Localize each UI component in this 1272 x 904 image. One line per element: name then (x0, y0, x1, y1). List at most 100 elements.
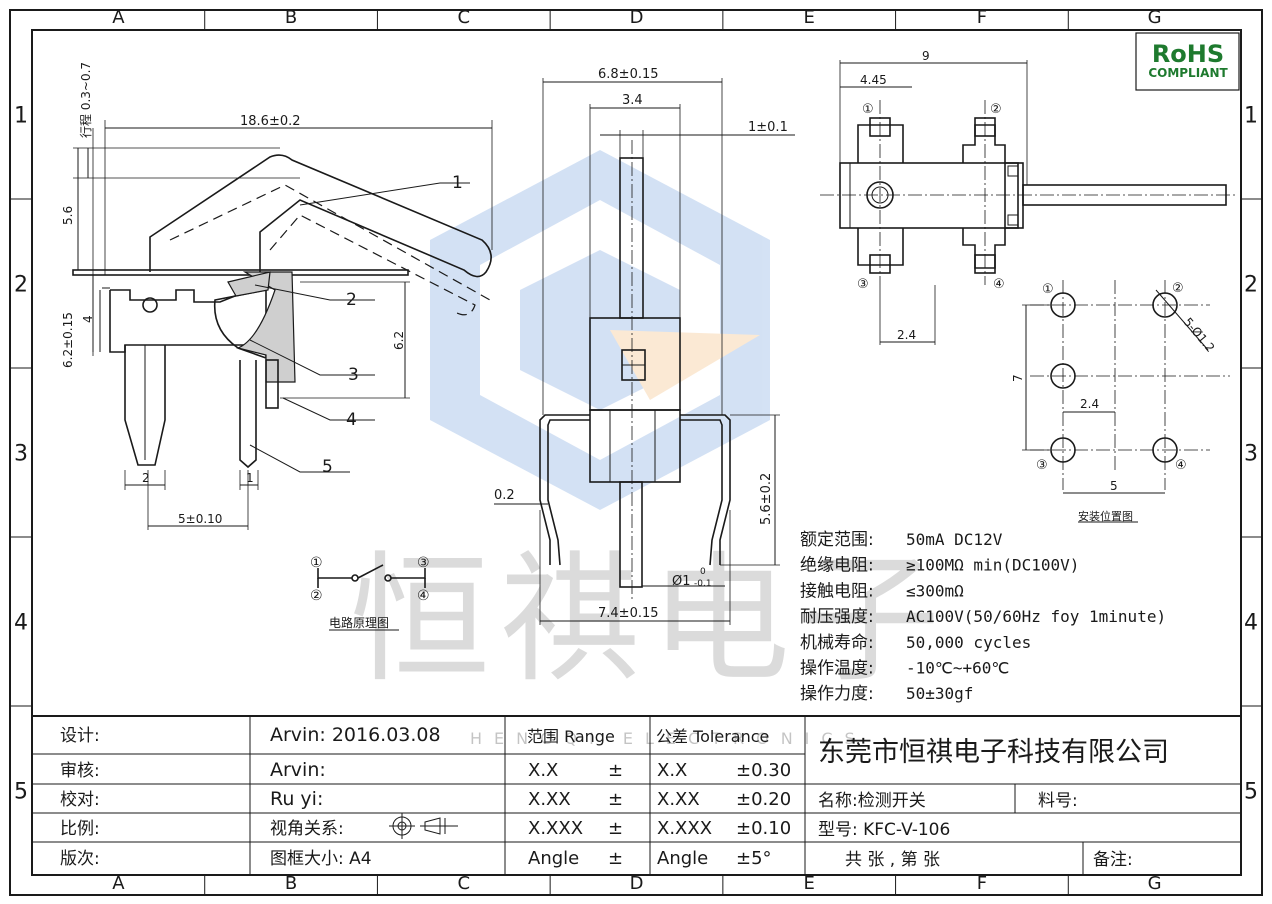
spec-label: 绝缘电阻: (800, 556, 874, 576)
grid-column-label: F (977, 873, 987, 894)
title-block-role-label: 比例: (60, 819, 100, 839)
spec-value: 50±30gf (906, 684, 973, 703)
material-number: 料号: (1038, 791, 1078, 811)
tolerance-key: X.XX (657, 789, 700, 810)
spec-value: -10℃~+60℃ (906, 659, 1009, 678)
circuit-pin-1: ① (310, 555, 323, 571)
dim-height-5-6: 5.6±0.2 (759, 473, 774, 525)
dim-thickness-0-2: 0.2 (494, 488, 515, 503)
tolerance-value: ±0.30 (736, 760, 791, 781)
callout-4: 4 (346, 410, 357, 430)
grid-column-label: F (977, 7, 987, 28)
callout-2: 2 (346, 290, 357, 310)
spec-label: 接触电阻: (800, 581, 874, 601)
dim-height-5-6: 5.6 (61, 206, 75, 225)
title-block-role-value: Ru yi: (270, 788, 323, 810)
title-block-role-label: 版次: (60, 849, 100, 869)
range-key: Angle (528, 848, 579, 869)
tolerance-header: 公差 Tolerance (656, 727, 769, 746)
grid-column-label: B (285, 873, 297, 894)
sheet-count: 共 张 , 第 张 (845, 850, 940, 870)
grid-row-label: 3 (14, 442, 28, 467)
title-block-role-label: 设计: (60, 726, 100, 746)
dim-pin-width-2: 2 (142, 471, 150, 485)
tolerance-key: Angle (657, 848, 708, 869)
grid-column-label: C (457, 7, 470, 28)
dim-height-6-2: 6.2 (392, 331, 406, 350)
range-key: X.XX (528, 789, 571, 810)
border-frame (9, 9, 1263, 896)
grid-row-label: 5 (1244, 780, 1258, 805)
grid-column-label: B (285, 7, 297, 28)
company-name: 东莞市恒祺电子科技有限公司 (818, 737, 1169, 768)
range-symbol: ± (608, 789, 623, 810)
range-symbol: ± (608, 848, 623, 869)
spec-value: AC100V(50/60Hz foy 1minute) (906, 607, 1166, 626)
specifications: 额定范围: 50mA DC12V 绝缘电阻: ≥100MΩ min(DC100V) 接触… (800, 530, 1166, 704)
spec-label: 额定范围: (800, 530, 874, 550)
mount-pin-4: ④ (1175, 458, 1187, 473)
grid-row-label: 2 (1244, 273, 1258, 298)
grid-row-label: 1 (14, 104, 28, 129)
grid-column-label: E (804, 873, 815, 894)
callout-5: 5 (322, 457, 333, 477)
spec-value: ≤300mΩ (906, 581, 964, 600)
title-block-role-label: 校对: (60, 790, 100, 810)
dim-pin-width-1: 1 (246, 471, 254, 485)
dim-diameter: Ø1 (672, 574, 691, 589)
mount-pin-3: ③ (1036, 458, 1048, 473)
grid-column-label: A (112, 873, 125, 894)
circuit-pin-3: ③ (417, 555, 430, 571)
tolerance-value: ±5° (736, 848, 772, 869)
grid-column-label: D (630, 7, 644, 28)
grid-ticks (10, 10, 1262, 895)
spec-value: 50,000 cycles (906, 633, 1031, 652)
spec-value: ≥100MΩ min(DC100V) (906, 556, 1079, 575)
dim-width-4-45: 4.45 (860, 73, 887, 87)
grid-row-label: 4 (14, 611, 28, 636)
dim-width-6-8: 6.8±0.15 (598, 67, 659, 82)
grid-column-label: E (804, 7, 815, 28)
grid-row-label: 3 (1244, 442, 1258, 467)
spec-value: 50mA DC12V (906, 530, 1003, 549)
dim-width-2-4: 2.4 (1080, 397, 1099, 411)
grid-row-label: 4 (1244, 611, 1258, 636)
mount-pin-2: ② (1172, 281, 1184, 296)
grid-column-label: A (112, 7, 125, 28)
dim-pin-pitch: 5±0.10 (178, 512, 222, 526)
tolerance-value: ±0.10 (736, 818, 791, 839)
range-header: 范围 Range (527, 727, 615, 746)
dim-height-4: 4 (81, 315, 95, 323)
grid-row-label: 5 (14, 780, 28, 805)
grid-row-label: 1 (1244, 104, 1258, 129)
title-block-role-value: Arvin: 2016.03.08 (270, 724, 441, 746)
dim-height-7: 7 (1011, 374, 1025, 382)
dim-hole: 5-Ø1.2 (1181, 315, 1218, 355)
grid-column-label: G (1148, 7, 1162, 28)
grid-column-label: G (1148, 873, 1162, 894)
watermark-subtext: HENGQI ELECTRONICS (470, 729, 867, 748)
dim-diameter-lower-tol: -0.1 (694, 579, 712, 589)
grid-row-label: 2 (14, 273, 28, 298)
dim-total-length: 18.6±0.2 (240, 114, 301, 129)
title-block-role-value: 视角关系: (270, 819, 344, 839)
top-pin-4: ④ (993, 277, 1005, 292)
top-pin-2: ② (990, 102, 1002, 117)
mount-pin-1: ① (1042, 282, 1054, 297)
model-number: 型号: KFC-V-106 (818, 820, 950, 840)
dim-width-3-4: 3.4 (622, 93, 643, 108)
dim-diameter-upper-tol: 0 (700, 567, 706, 577)
spec-label: 操作温度: (800, 659, 874, 679)
top-pin-3: ③ (857, 277, 869, 292)
dim-height-6-2-tol: 6.2±0.15 (61, 312, 75, 368)
title-block (32, 715, 1241, 875)
range-symbol: ± (608, 760, 623, 781)
title-block-role-value: Arvin: (270, 759, 326, 781)
dim-stroke: 行程 0.3~0.7 (78, 62, 93, 138)
title-block-role-value: 图框大小: A4 (270, 849, 372, 869)
part-name: 名称:检测开关 (818, 791, 926, 811)
dim-lever-1: 1±0.1 (748, 120, 788, 135)
range-key: X.XXX (528, 818, 583, 839)
